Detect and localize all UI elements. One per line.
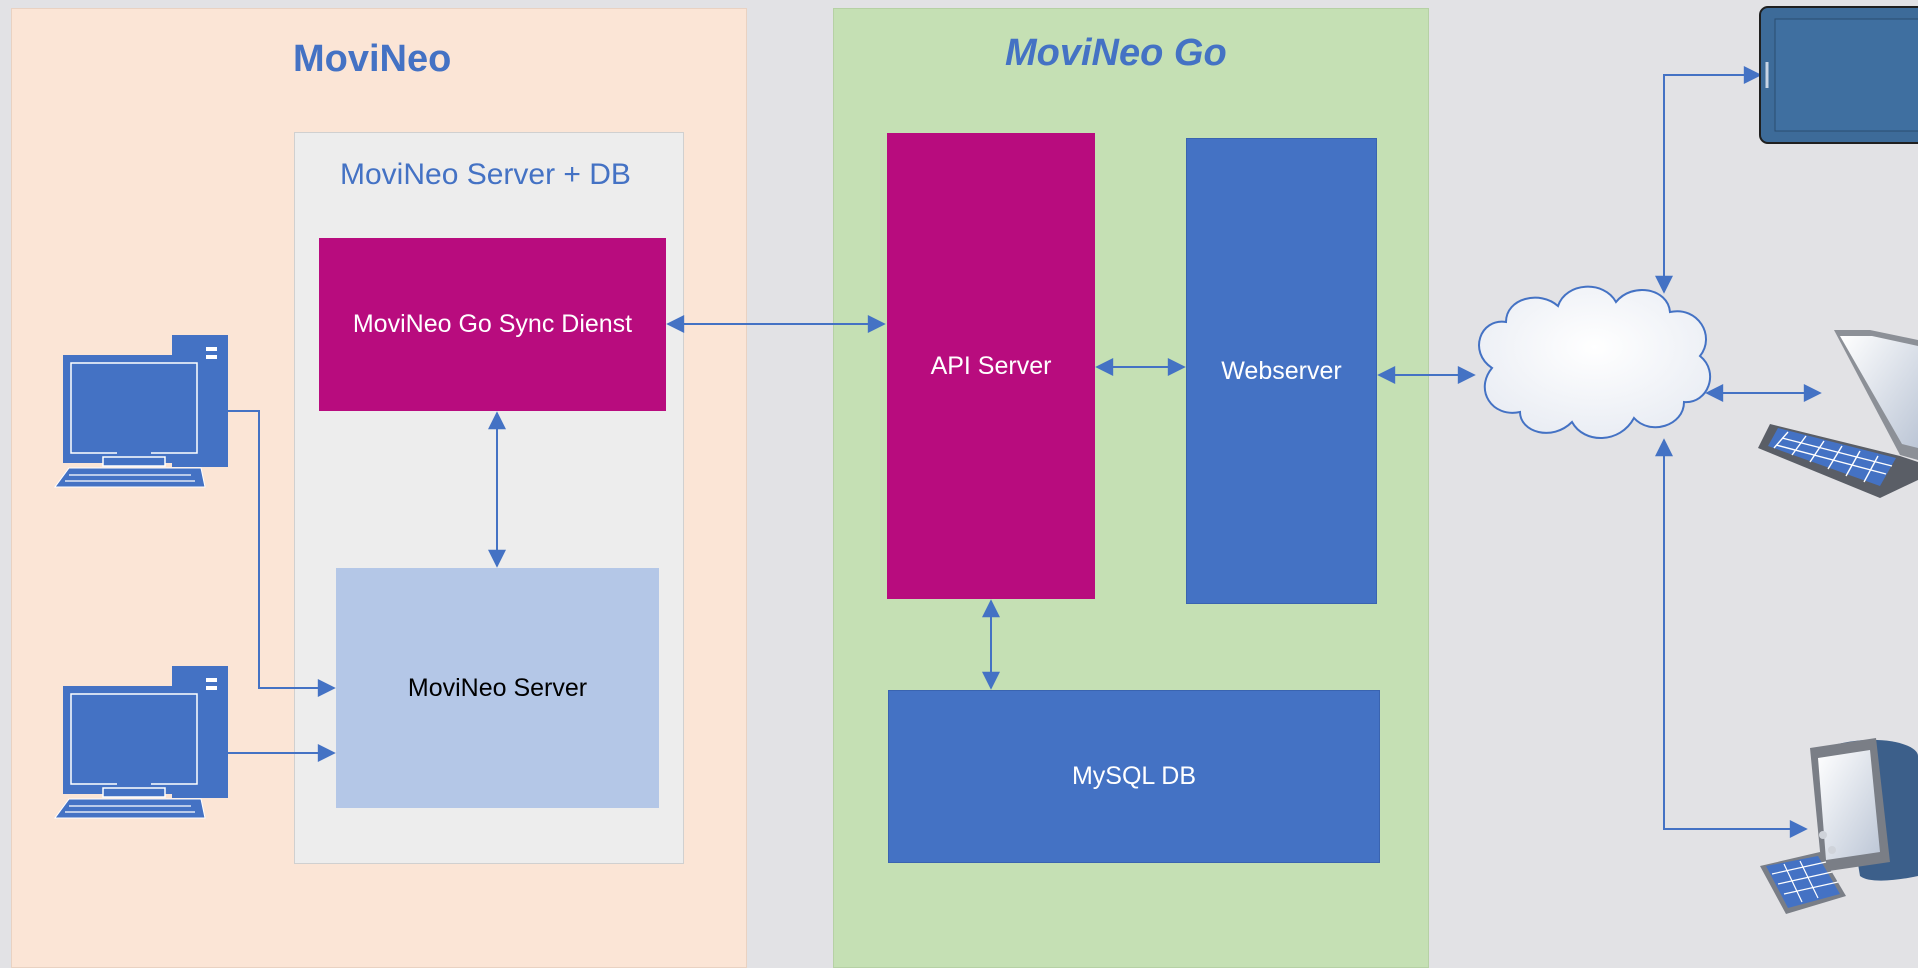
connector-cloud-workstation (1655, 438, 1808, 838)
sync-service-label: MoviNeo Go Sync Dienst (352, 310, 633, 338)
api-server-label: API Server (930, 351, 1052, 380)
zone-title-movineo-go: MoviNeo Go (1005, 32, 1227, 74)
api-server-box: API Server (887, 133, 1095, 599)
mysql-db-label: MySQL DB (1071, 762, 1197, 790)
laptop-icon (1758, 330, 1918, 498)
sync-service-box: MoviNeo Go Sync Dienst (319, 238, 666, 411)
connector-desktop1-server (228, 410, 336, 697)
webserver-label: Webserver (1221, 356, 1342, 385)
movineo-server-box: MoviNeo Server (336, 568, 659, 808)
webserver-box: Webserver (1186, 138, 1377, 604)
zone-title-movineo: MoviNeo (293, 38, 452, 80)
workstation-icon (1760, 738, 1918, 914)
tablet-icon (1759, 6, 1918, 144)
desktop-computer-icon (54, 666, 228, 819)
desktop-computer-icon (54, 335, 228, 488)
movineo-server-label: MoviNeo Server (407, 673, 588, 702)
mysql-db-box: MySQL DB (888, 690, 1380, 863)
cloud-icon (1478, 285, 1711, 439)
connector-cloud-tablet (1655, 66, 1762, 294)
zone-title-server-db: MoviNeo Server + DB (340, 158, 631, 191)
